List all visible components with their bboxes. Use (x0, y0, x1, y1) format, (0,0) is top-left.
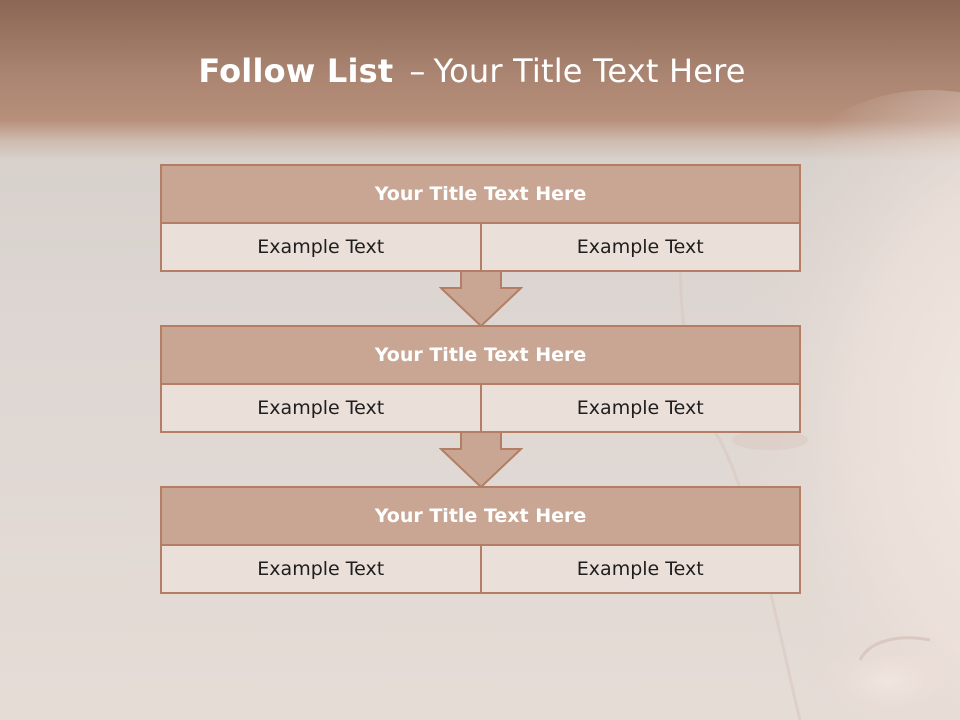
step-title: Your Title Text Here (162, 166, 799, 224)
step-row: Example Text Example Text (162, 546, 799, 592)
step-box-1: Your Title Text Here Example Text Exampl… (160, 164, 801, 272)
step-cell-left: Example Text (257, 236, 385, 258)
slide-title: Follow List–Your Title Text Here (0, 52, 944, 90)
step-cell-right: Example Text (479, 224, 800, 270)
step-box-3: Your Title Text Here Example Text Exampl… (160, 486, 801, 594)
down-arrow-icon (439, 270, 523, 328)
step-cell-right: Example Text (479, 385, 800, 431)
title-rest: Your Title Text Here (433, 52, 746, 90)
title-bold: Follow List (198, 52, 394, 90)
step-cell-left: Example Text (257, 397, 385, 419)
title-separator: – (409, 52, 426, 90)
down-arrow-icon (439, 431, 523, 489)
header-band (0, 0, 960, 160)
step-row: Example Text Example Text (162, 224, 799, 270)
step-box-2: Your Title Text Here Example Text Exampl… (160, 325, 801, 433)
step-title: Your Title Text Here (162, 488, 799, 546)
step-row: Example Text Example Text (162, 385, 799, 431)
step-cell-left: Example Text (257, 558, 385, 580)
step-cell-right: Example Text (479, 546, 800, 592)
step-title: Your Title Text Here (162, 327, 799, 385)
